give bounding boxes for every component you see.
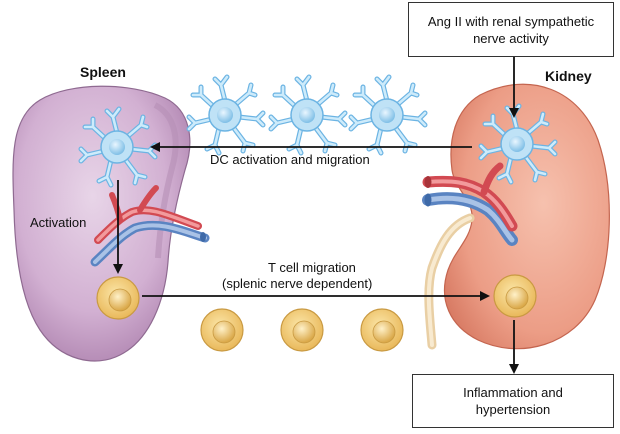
outcome-box-line1: Inflammation and [463, 385, 563, 400]
dendritic-cell-migrating [271, 77, 345, 153]
t-cell-spleen [96, 276, 140, 320]
outcome-box-line2: hypertension [475, 402, 551, 417]
t-cell-migrating [280, 308, 324, 352]
outcome-box: Inflammation and hypertension [412, 374, 614, 428]
spleen-organ [12, 85, 191, 362]
tcell-migration-label: T cell migration [268, 260, 356, 275]
dc-migration-label: DC activation and migration [210, 152, 370, 167]
spleen-label: Spleen [80, 64, 126, 80]
kidney-label: Kidney [545, 68, 592, 84]
dendritic-cell-migrating [189, 77, 263, 153]
t-cell-kidney [493, 274, 537, 318]
kidney-vessels [422, 162, 518, 246]
spleen-vessels [90, 185, 210, 267]
dendritic-cell-migrating [351, 77, 425, 153]
t-cell-migrating [360, 308, 404, 352]
tcell-migration-sublabel: (splenic nerve dependent) [222, 276, 373, 291]
cause-box-line2: nerve activity [473, 30, 549, 46]
activation-label: Activation [30, 215, 87, 230]
cause-box: Ang II with renal sympathetic nerve acti… [408, 2, 614, 57]
t-cell-migrating [200, 308, 244, 352]
cause-box-line1: Ang II with renal sympathetic [427, 13, 595, 29]
